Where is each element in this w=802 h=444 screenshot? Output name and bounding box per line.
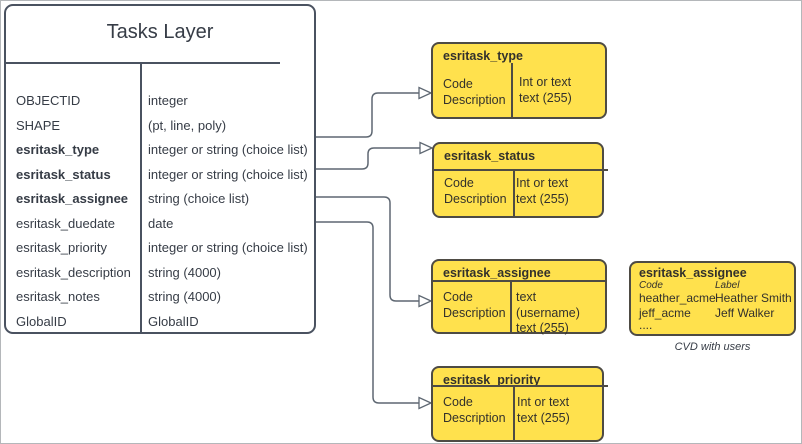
domain-title: esritask_type xyxy=(443,49,523,63)
field-row: esritask_assignee string (choice list) xyxy=(6,187,314,212)
cvd-code: .... xyxy=(639,318,653,332)
field-name: esritask_notes xyxy=(16,289,100,304)
domain-box-esritask-status: esritask_status Code Description Int or … xyxy=(432,142,608,218)
field-row: esritask_priority integer or string (choi… xyxy=(6,236,314,261)
cvd-caption: CVD with users xyxy=(674,341,751,353)
cvd-title: esritask_assignee xyxy=(639,266,747,280)
domain-types: Int or text text (255) xyxy=(519,75,572,105)
field-row: esritask_description string (4000) xyxy=(6,261,314,286)
domain-vertical-divider xyxy=(510,280,512,332)
field-name: esritask_duedate xyxy=(16,215,116,231)
field-name: GlobalID xyxy=(16,313,67,329)
field-name: esritask_assignee xyxy=(16,191,129,206)
cvd-header-code: Code xyxy=(639,280,663,291)
field-row: esritask_duedate date xyxy=(6,212,314,237)
connector-assignee xyxy=(316,196,419,302)
domain-types: Int or text text (255) xyxy=(517,395,570,425)
field-type: (pt, line, poly) xyxy=(148,117,227,133)
tasks-layer-title: Tasks Layer xyxy=(106,21,214,43)
domain-vertical-divider xyxy=(513,385,515,440)
domain-types: text (username) text (255) xyxy=(516,290,580,335)
title-underline xyxy=(6,62,280,64)
domain-keys: Code Description xyxy=(443,77,506,107)
domain-vertical-divider xyxy=(511,63,513,117)
domain-title: esritask_priority xyxy=(443,373,541,387)
field-name: esritask_status xyxy=(16,166,111,182)
domain-title-divider xyxy=(431,385,608,387)
field-name: OBJECTID xyxy=(16,93,81,108)
field-type: integer or string (choice list) xyxy=(148,166,308,182)
connector-type xyxy=(316,92,419,138)
field-type: date xyxy=(148,215,174,231)
domain-box-esritask-type: esritask_type Code Description Int or te… xyxy=(431,42,607,119)
field-name: esritask_priority xyxy=(16,240,108,255)
field-row: GlobalID GlobalID xyxy=(6,310,314,335)
field-row: esritask_status integer or string (choice… xyxy=(6,163,314,188)
field-type: string (choice list) xyxy=(148,191,250,206)
cvd-code: heather_acme xyxy=(639,291,716,305)
arrowhead-assignee xyxy=(418,294,433,308)
field-name: SHAPE xyxy=(16,117,61,133)
arrowhead-type xyxy=(418,86,433,100)
field-type: integer or string (choice list) xyxy=(148,240,308,255)
connector-priority xyxy=(316,221,419,404)
field-type: integer xyxy=(148,93,188,108)
cvd-label: Heather Smith xyxy=(715,291,792,305)
domain-keys: Code Description xyxy=(443,290,506,320)
cvd-header-label: Label xyxy=(715,280,740,291)
arrowhead-status xyxy=(419,141,434,155)
domain-box-esritask-assignee: esritask_assignee Code Description text … xyxy=(431,259,607,335)
domain-title: esritask_status xyxy=(444,149,536,163)
cvd-users-box: esritask_assignee Code Label heather_acm… xyxy=(629,261,796,336)
domain-box-esritask-priority: esritask_priority Code Description Int o… xyxy=(431,366,608,442)
field-row: SHAPE (pt, line, poly) xyxy=(6,114,314,139)
field-name: esritask_description xyxy=(16,264,131,280)
domain-vertical-divider xyxy=(513,169,515,216)
field-type: GlobalID xyxy=(148,313,199,329)
domain-title: esritask_assignee xyxy=(443,266,551,280)
domain-keys: Code Description xyxy=(443,395,506,425)
field-row: esritask_notes string (4000) xyxy=(6,285,314,310)
field-name: esritask_type xyxy=(16,142,100,157)
column-divider xyxy=(140,62,142,332)
arrowhead-priority xyxy=(418,396,433,410)
domain-title-divider xyxy=(431,280,607,282)
field-row: OBJECTID integer xyxy=(6,89,314,114)
connector-status xyxy=(316,147,420,170)
cvd-label: Jeff Walker xyxy=(715,305,775,320)
field-row: esritask_type integer or string (choice l… xyxy=(6,138,314,163)
field-type: string (4000) xyxy=(148,289,221,304)
domain-types: Int or text text (255) xyxy=(516,176,569,206)
field-type: string (4000) xyxy=(148,264,221,280)
field-type: integer or string (choice list) xyxy=(148,142,308,157)
domain-keys: Code Description xyxy=(444,176,507,206)
cvd-code: jeff_acme xyxy=(639,305,691,320)
domain-title-divider xyxy=(432,169,608,171)
